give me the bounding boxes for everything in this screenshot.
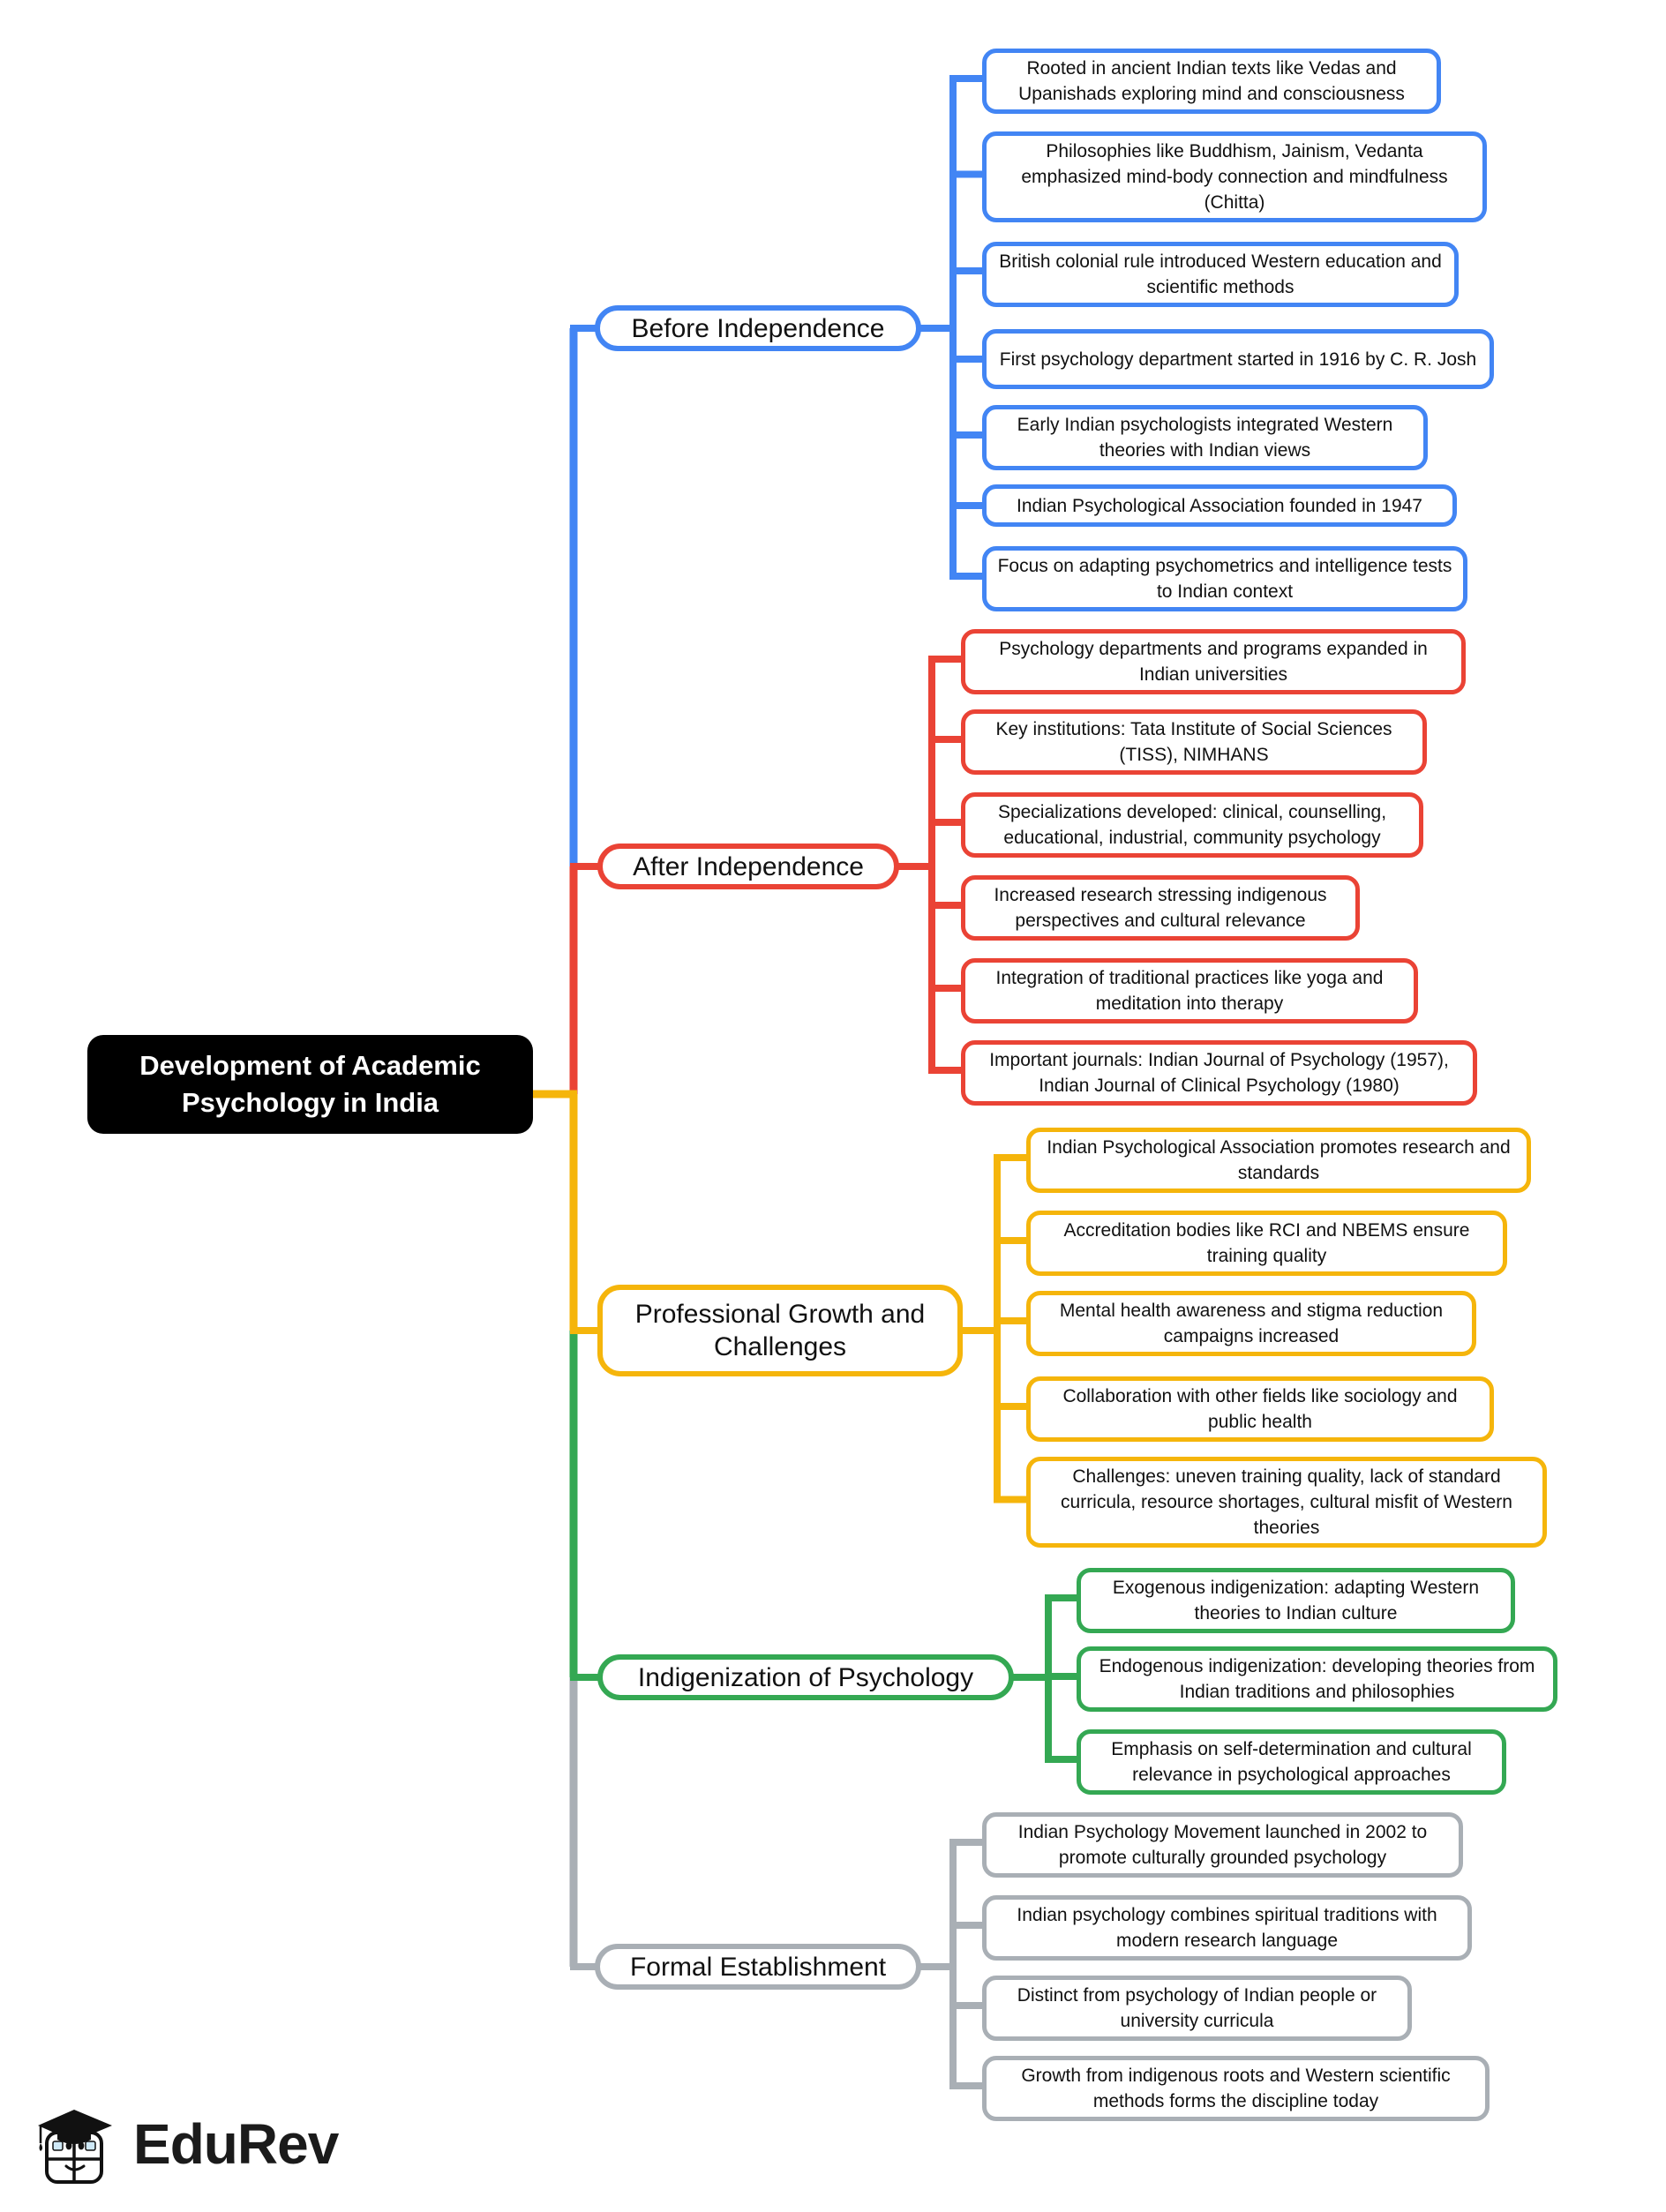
branch-label-indigenization-of-psychology: Indigenization of Psychology [597,1654,1014,1700]
topic-node: Increased research stressing indigenous … [961,875,1360,941]
topic-node: Collaboration with other fields like soc… [1026,1376,1494,1442]
topic-node: Indian psychology combines spiritual tra… [982,1895,1472,1961]
topic-node: Challenges: uneven training quality, lac… [1026,1457,1547,1548]
topic-node: Distinct from psychology of Indian peopl… [982,1976,1412,2041]
branch-label-before-independence: Before Independence [595,305,921,351]
topic-node: Exogenous indigenization: adapting Weste… [1077,1568,1515,1633]
topic-node: Important journals: Indian Journal of Ps… [961,1040,1477,1106]
branch-label-after-independence: After Independence [597,844,899,889]
edurev-mascot-icon [38,2110,112,2184]
branch-label-formal-establishment: Formal Establishment [595,1944,921,1990]
topic-node: Psychology departments and programs expa… [961,629,1466,694]
topic-node: Indian Psychological Association founded… [982,484,1457,527]
topic-node: Growth from indigenous roots and Western… [982,2056,1490,2121]
topic-node: Rooted in ancient Indian texts like Veda… [982,49,1441,114]
topic-node: Indian Psychology Movement launched in 2… [982,1812,1463,1878]
topic-node: Key institutions: Tata Institute of Soci… [961,709,1427,775]
topic-node: British colonial rule introduced Western… [982,242,1459,307]
edurev-wordmark: EduRev [133,2112,339,2176]
topic-node: Endogenous indigenization: developing th… [1077,1646,1557,1712]
topic-node: Emphasis on self-determination and cultu… [1077,1729,1506,1795]
topic-node: Mental health awareness and stigma reduc… [1026,1291,1476,1356]
topic-node: Philosophies like Buddhism, Jainism, Ved… [982,131,1487,222]
root-node: Development of Academic Psychology in In… [87,1035,533,1134]
topic-node: Indian Psychological Association promote… [1026,1128,1531,1193]
edurev-logo: EduRev [33,2103,339,2186]
topic-node: Accreditation bodies like RCI and NBEMS … [1026,1211,1507,1276]
topic-node: Early Indian psychologists integrated We… [982,405,1428,470]
topic-node: Integration of traditional practices lik… [961,958,1418,1024]
topic-node: Specializations developed: clinical, cou… [961,792,1423,858]
topic-node: Focus on adapting psychometrics and inte… [982,546,1467,611]
branch-label-professional-growth-and-challenges: Professional Growth and Challenges [597,1285,963,1376]
topic-node: First psychology department started in 1… [982,329,1494,389]
